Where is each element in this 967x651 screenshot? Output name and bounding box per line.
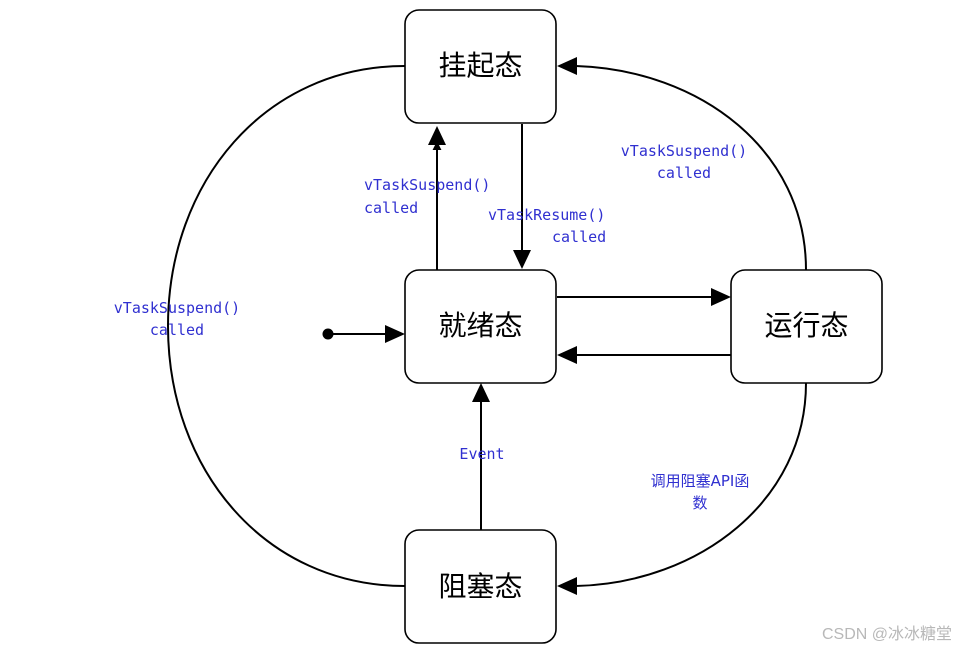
label-line: vTaskSuspend() [364, 176, 490, 194]
arrowhead-suspended-bottom [428, 126, 446, 145]
label-line: vTaskSuspend() [114, 299, 240, 317]
arrowhead-running-left [711, 288, 731, 306]
arrowhead-ready-right [557, 346, 577, 364]
edge-blocked-to-suspended [166, 65, 406, 587]
label-line: called [150, 321, 204, 339]
state-running: 运行态 [730, 269, 883, 384]
arrowhead-ready-top [513, 250, 531, 269]
edge-running-to-blocked [575, 382, 807, 587]
label-running-to-blocked: 调用阻塞API函 数 [651, 472, 750, 512]
label-line: 数 [692, 494, 707, 512]
arrowhead-ready-bottom [472, 383, 490, 402]
state-label-running: 运行态 [764, 309, 848, 342]
label-line: called [552, 228, 606, 246]
label-blocked-to-ready: Event [459, 445, 504, 463]
label-line: vTaskResume() [488, 206, 605, 224]
label-line: 调用阻塞API函 [651, 472, 750, 490]
state-ready: 就绪态 [404, 269, 557, 384]
label-line: called [657, 164, 711, 182]
state-label-suspended: 挂起态 [438, 49, 522, 82]
edge-running-to-suspended [575, 65, 807, 271]
label-ready-to-suspended: vTaskSuspend() called [364, 176, 490, 217]
label-suspended-to-ready: vTaskResume() called [488, 206, 606, 246]
label-blocked-to-suspended: vTaskSuspend() called [114, 299, 240, 339]
arrowhead-blocked-right [557, 577, 577, 595]
arrowhead-suspended-right [557, 57, 577, 75]
watermark: CSDN @冰冰糖堂 [822, 625, 952, 643]
label-line: called [364, 199, 418, 217]
arrowhead-ready-left [385, 325, 405, 343]
state-suspended: 挂起态 [404, 9, 557, 124]
label-running-to-suspended: vTaskSuspend() called [621, 142, 747, 182]
state-label-blocked: 阻塞态 [438, 570, 522, 603]
label-line: vTaskSuspend() [621, 142, 747, 160]
state-blocked: 阻塞态 [404, 529, 557, 644]
state-label-ready: 就绪态 [438, 309, 522, 342]
